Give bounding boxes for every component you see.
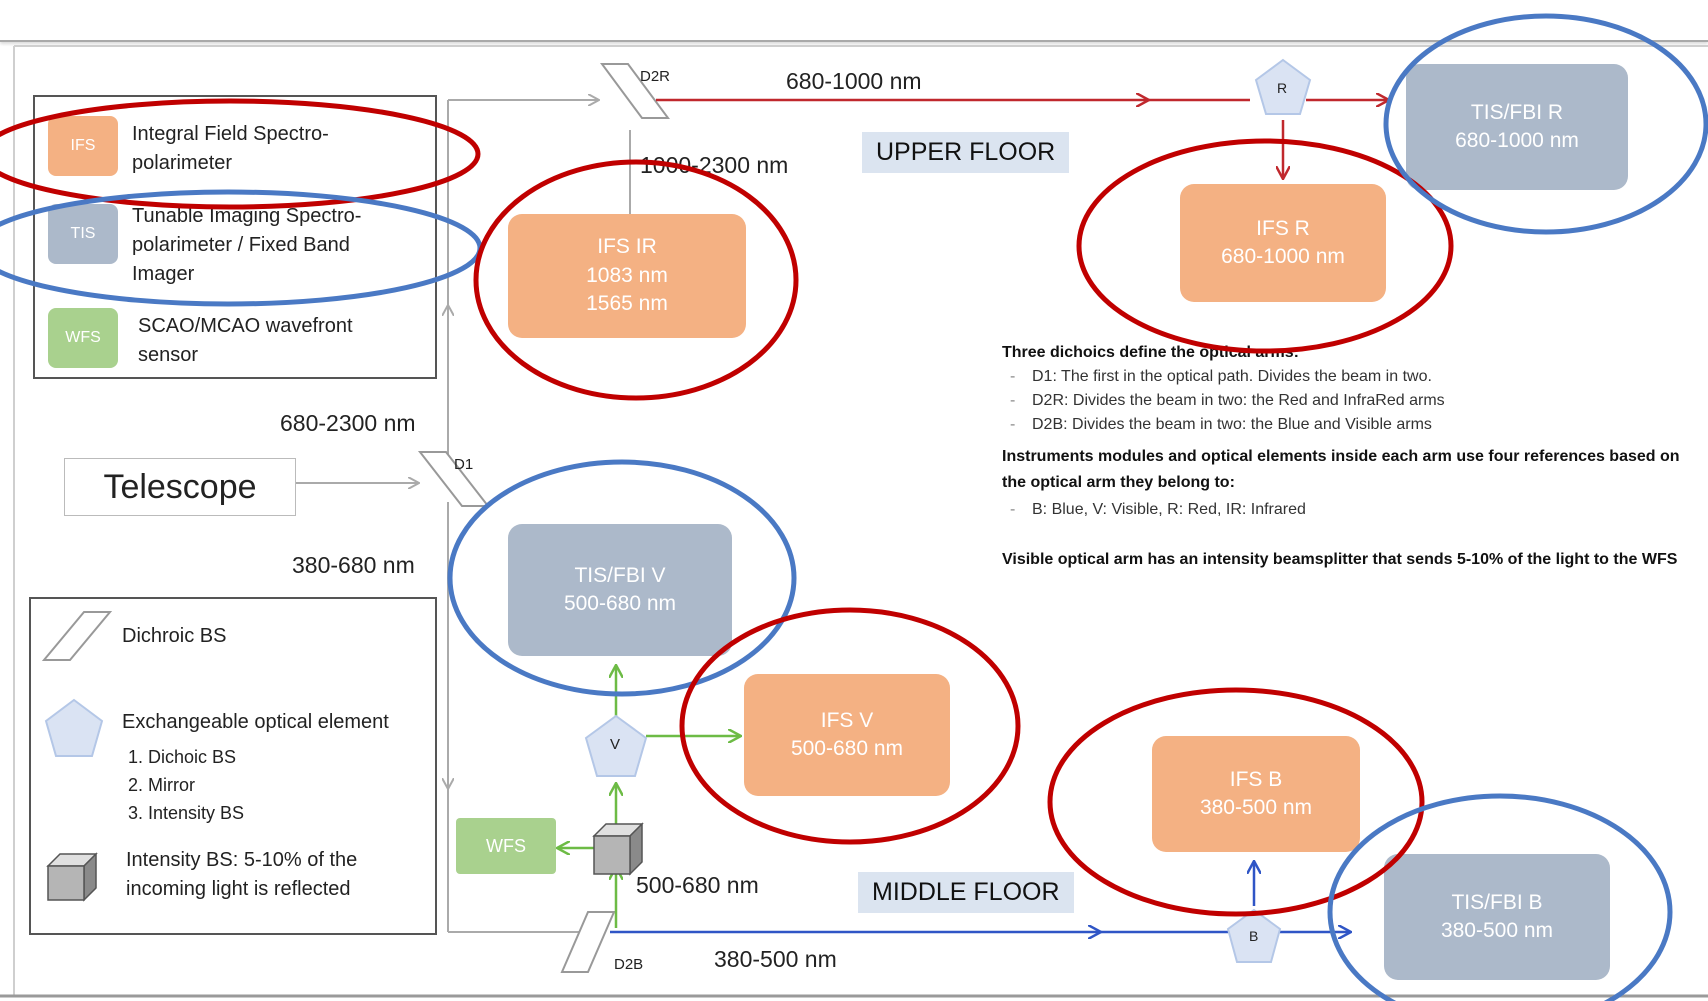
element-r-shape [1254,58,1312,115]
legend-cube-icon [46,852,98,902]
d2r-label: D2R [640,68,671,85]
legend-bottom-box [29,597,437,935]
module-tis-v: TIS/FBI V 500-680 nm [508,524,732,656]
module-ifs-ir-line1: 1083 nm [586,263,668,287]
notes-heading-3: Visible optical arm has an intensity bea… [1002,551,1678,569]
module-tis-b: TIS/FBI B 380-500 nm [1384,854,1610,980]
module-tis-r-range: 680-1000 nm [1455,129,1579,152]
module-ifs-v-range: 500-680 nm [790,737,904,760]
legend-wfs-swatch: WFS [48,308,118,368]
module-tis-v-name: TIS/FBI V [574,563,666,587]
wavelength-1000-2300: 1000-2300 nm [640,152,789,178]
notes-list-2: B: Blue, V: Visible, R: Red, IR: Infrare… [1002,501,1692,519]
r-label: R [1277,80,1288,96]
module-ifs-r-name: IFS R [1256,216,1310,240]
upper-floor-label: UPPER FLOOR [862,132,1070,173]
v-label: V [610,736,621,753]
legend-option: Dichoic BS [148,744,244,772]
module-ifs-r: IFS R 680-1000 nm [1180,184,1386,302]
notes-bullet: D2B: Divides the beam in two: the Blue a… [1010,416,1692,434]
wavelength-380-680: 380-680 nm [292,552,415,578]
legend-ifs-swatch: IFS [48,116,118,176]
wavelength-500-680: 500-680 nm [636,872,759,898]
element-v-shape [584,714,648,777]
notes-panel: Three dichoics define the optical arms: … [1002,344,1692,573]
notes-bullet: D1: The first in the optical path. Divid… [1010,368,1692,386]
legend-exchangeable-label: Exchangeable optical element [122,711,389,733]
module-tis-v-range: 500-680 nm [563,592,677,615]
notes-heading-2: Instruments modules and optical elements… [1002,448,1680,491]
module-ifs-ir-name: IFS IR [597,235,657,259]
module-wfs: WFS [456,818,556,874]
b-label: B [1249,928,1259,944]
legend-ifs-label: Integral Field Spectro-polarimeter [132,123,329,174]
wavelength-680-1000: 680-1000 nm [786,68,922,94]
legend-option: Mirror [148,772,244,800]
notes-list-1: D1: The first in the optical path. Divid… [1002,368,1692,434]
notes-bullet: B: Blue, V: Visible, R: Red, IR: Infrare… [1010,501,1692,519]
legend-options-list: Dichoic BS Mirror Intensity BS [122,744,244,828]
module-tis-r: TIS/FBI R 680-1000 nm [1406,64,1628,190]
wavelength-380-500: 380-500 nm [714,946,837,972]
legend-tis-label: Tunable Imaging Spectro-polarimeter / Fi… [132,205,362,285]
d1-label: D1 [454,456,474,473]
module-ifs-b-range: 380-500 nm [1199,796,1313,819]
legend-pentagon-icon [44,698,104,757]
legend-wfs-label: SCAO/MCAO wavefront sensor [138,315,353,366]
notes-bullet: D2R: Divides the beam in two: the Red an… [1010,392,1692,410]
legend-intensity-label: Intensity BS: 5-10% of the incoming ligh… [126,849,358,900]
module-ifs-ir: IFS IR 1083 nm 1565 nm [508,214,746,338]
module-ifs-b: IFS B 380-500 nm [1152,736,1360,852]
module-tis-b-name: TIS/FBI B [1451,890,1543,914]
module-ifs-ir-line2: 1565 nm [586,292,668,316]
legend-option: Intensity BS [148,800,244,828]
module-ifs-v-name: IFS V [820,708,874,732]
dichroic-d2r [600,63,670,119]
module-ifs-r-range: 680-1000 nm [1221,245,1345,268]
element-b-shape [1226,908,1282,963]
wavelength-680-2300: 680-2300 nm [280,410,416,436]
d2b-label: D2B [614,956,644,973]
middle-floor-label: MIDDLE FLOOR [858,872,1074,913]
module-ifs-b-name: IFS B [1229,767,1283,791]
intensity-bs-cube [592,822,644,876]
legend-dichroic-label: Dichroic BS [122,625,227,647]
module-tis-r-name: TIS/FBI R [1470,100,1564,124]
telescope-box: Telescope [64,458,296,516]
legend-tis-swatch: TIS [48,204,118,264]
module-ifs-v: IFS V 500-680 nm [744,674,950,796]
legend-dichroic-icon [41,611,113,661]
dichroic-d2b [560,911,616,973]
module-tis-b-range: 380-500 nm [1440,919,1554,942]
notes-heading-1: Three dichoics define the optical arms: [1002,344,1299,361]
